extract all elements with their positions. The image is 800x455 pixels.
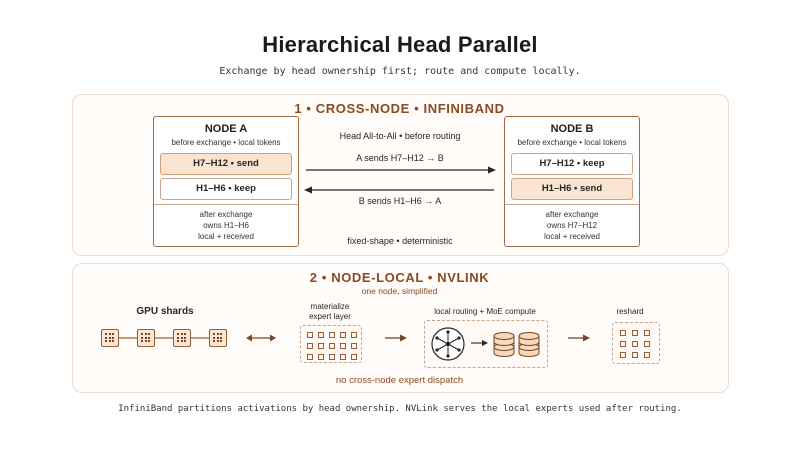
node-a-after-2: owns H1–H6: [203, 221, 249, 230]
node-b-divider: [505, 204, 639, 205]
node-b-keep-heads: H7–H12 • keep: [511, 153, 633, 175]
arrow-right-label: A sends H7–H12 → B: [356, 153, 444, 163]
router-hub-icon: [431, 327, 465, 361]
reshard-label: reshard: [616, 307, 644, 316]
gpu-shards-label: GPU shards: [136, 306, 194, 317]
arrow-a-to-b: [306, 166, 496, 174]
gpu-shard-icon: [101, 329, 119, 347]
gpu-shard-icon: [173, 329, 191, 347]
node-b: NODE B before exchange • local tokens H7…: [504, 116, 640, 247]
node-a-name: NODE A: [204, 123, 248, 135]
exchange-center-top: Head All-to-All • before routing: [339, 131, 461, 141]
node-a-send-heads: H7–H12 • send: [160, 153, 292, 175]
expert-db-icon: [518, 332, 540, 357]
arrow-right-icon: [568, 334, 590, 342]
arrow-right-icon: [385, 334, 407, 342]
router-to-experts-arrow: [471, 340, 488, 346]
node-a-after-3: local + received: [198, 232, 254, 241]
routing-compute-label: local routing + MoE compute: [434, 307, 536, 316]
expert-db-icon: [493, 332, 515, 357]
footer-caption: InfiniBand partitions activations by hea…: [118, 404, 682, 414]
node-a-sub: before exchange • local tokens: [171, 138, 281, 147]
node-b-after-1: after exchange: [545, 210, 599, 219]
node-b-send-heads: H1–H6 • send: [511, 178, 633, 200]
node-local-subtitle: one node, simplified: [361, 286, 438, 296]
node-a-after-1: after exchange: [199, 210, 253, 219]
double-arrow-icon: [246, 334, 276, 342]
node-a-keep-heads: H1–H6 • keep: [160, 178, 292, 200]
node-b-sub: before exchange • local tokens: [517, 138, 627, 147]
node-b-after-3: local + received: [544, 232, 600, 241]
materialize-label-2: expert layer: [309, 312, 351, 321]
node-a-divider: [154, 204, 298, 205]
gpu-link-line: [115, 337, 220, 339]
cross-node-title: 1 • CROSS-NODE • INFINIBAND: [294, 101, 505, 116]
gpu-shard-icon: [209, 329, 227, 347]
node-b-after-2: owns H7–H12: [546, 221, 598, 230]
exchange-center-bottom: fixed-shape • deterministic: [347, 236, 453, 246]
arrow-b-to-a: [304, 186, 494, 194]
gpu-shard-icon: [137, 329, 155, 347]
arrow-left-label: B sends H1–H6 → A: [358, 196, 442, 206]
node-local-title: 2 • NODE-LOCAL • NVLINK: [309, 270, 490, 285]
page-subtitle: Exchange by head ownership first; route …: [219, 66, 581, 77]
reshard-box: [612, 322, 660, 364]
node-b-name: NODE B: [550, 123, 594, 135]
expert-layer-box: [300, 325, 362, 363]
node-a: NODE A before exchange • local tokens H7…: [153, 116, 299, 247]
no-dispatch-note: no cross-node expert dispatch: [335, 375, 464, 386]
page-title: Hierarchical Head Parallel: [262, 32, 538, 57]
materialize-label-1: materialize: [310, 302, 350, 311]
